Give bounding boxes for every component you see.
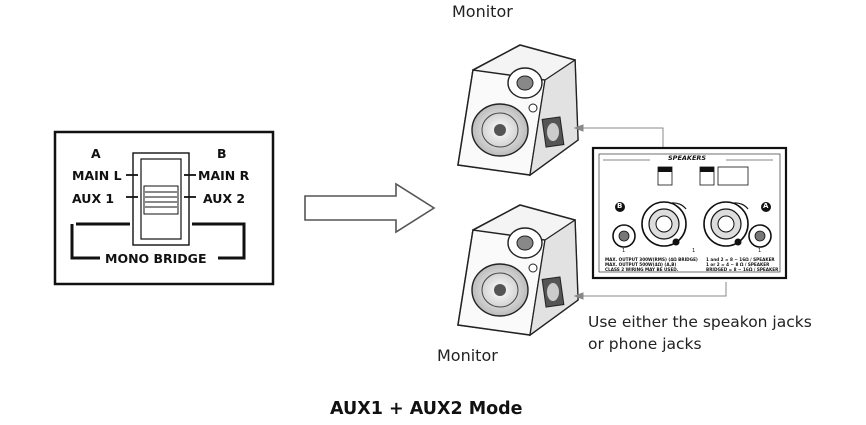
speakers-title: SPEAKERS [668, 154, 707, 162]
jack-b-label: B [617, 202, 623, 210]
switch-left-line1: MAIN L [72, 168, 122, 183]
monitor-bottom-label: Monitor [437, 346, 498, 365]
switch-left-line2: AUX 1 [72, 191, 115, 206]
flow-arrow [304, 182, 436, 234]
mono-bridge-bracket [70, 224, 100, 260]
spec-right-3: BRIDGED = 8 ~ 16Ω / SPEAKER [706, 267, 779, 272]
monitor-bottom-graphic [457, 204, 579, 337]
switch-slider-knob [143, 185, 179, 215]
spec-left-3: CLASS 2 WIRING MAY BE USED. [605, 267, 679, 272]
switch-right-header: B [217, 146, 227, 161]
jack-number-2: 1 [692, 248, 696, 254]
jack-number-3: 1 [758, 248, 762, 254]
spec-right-1: 1 and 2 = 8 ~ 16Ω / SPEAKER [706, 257, 775, 262]
spec-right-2: 1 or 2 = 4 ~ 8 Ω / SPEAKER [706, 262, 770, 267]
monitor-top-label: Monitor [452, 2, 513, 21]
mono-bridge-label: MONO BRIDGE [105, 251, 207, 266]
spec-left-2: MAX. OUTPUT 500W(4Ω) (A,B) [605, 262, 677, 267]
spec-left-1: MAX. OUTPUT 300W(RMS) (4Ω BRIDGE) [605, 257, 698, 262]
note-line-1: Use either the speakon jacks [588, 313, 812, 331]
switch-right-line2: AUX 2 [203, 191, 246, 206]
jack-number-1: 1 [622, 248, 626, 254]
note-line-2: or phone jacks [588, 335, 702, 353]
switch-right-line1: MAIN R [198, 168, 250, 183]
switch-left-header: A [91, 146, 101, 161]
connection-lines [573, 124, 727, 300]
mode-switch-panel [53, 130, 275, 286]
rear-panel-graphic [591, 146, 788, 280]
monitor-top-graphic [457, 44, 579, 177]
jack-a-label: A [763, 202, 769, 210]
caption: AUX1 + AUX2 Mode [330, 399, 523, 419]
